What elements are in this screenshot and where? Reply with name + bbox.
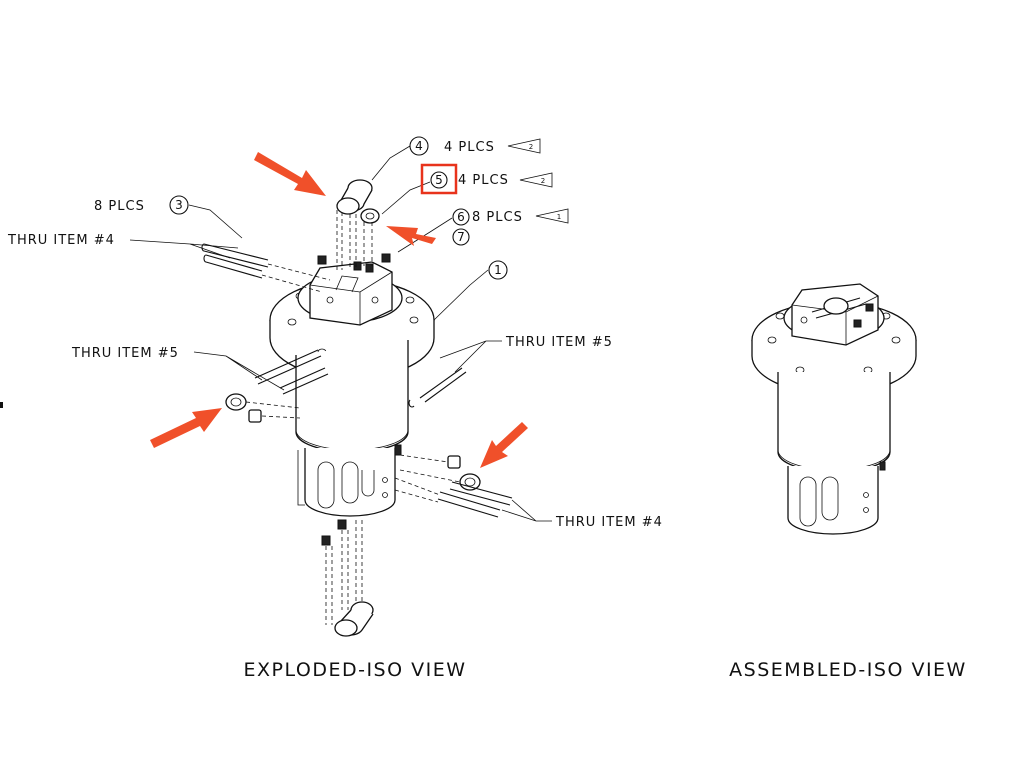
arrow-pointing-item5	[386, 226, 436, 246]
svg-text:3: 3	[175, 198, 183, 212]
annotation-arrows	[150, 152, 528, 468]
assembled-view-title: ASSEMBLED-ISO VIEW	[729, 659, 967, 681]
item5-qty: 4 PLCS	[458, 173, 509, 188]
balloon-5	[430, 171, 448, 189]
top-block	[309, 261, 393, 326]
assembled-cylinder	[777, 372, 891, 473]
item3-qty: 8 PLCS	[94, 199, 145, 214]
note-thru-item4-top: THRU ITEM #4	[7, 233, 115, 248]
item4-qty: 4 PLCS	[444, 140, 495, 155]
assembled-lower-cylinder	[787, 466, 879, 535]
flag-note-2b	[519, 172, 553, 188]
svg-text:6: 6	[457, 210, 465, 224]
balloon-6	[452, 208, 470, 226]
note-thru-item4-bottom: THRU ITEM #4	[555, 515, 663, 530]
balloon-4	[409, 136, 429, 156]
note-thru-item5-right: THRU ITEM #5	[505, 335, 613, 350]
balloon-3	[169, 195, 189, 215]
bottom-roller-b	[334, 619, 358, 637]
svg-text:2: 2	[529, 143, 533, 151]
item67-qty: 8 PLCS	[472, 210, 523, 225]
balloon-1	[488, 260, 508, 280]
balloon-4-text: 4	[415, 139, 423, 153]
svg-text:1: 1	[557, 213, 561, 221]
exploded-iso-view: 4 4 PLCS 2 5 4 PLCS 2 6 7 8 PLCS 1 8 PLC…	[7, 136, 663, 681]
highlight-box	[420, 163, 458, 195]
arrow-pointing-right-roller	[480, 422, 528, 468]
exploded-view-title: EXPLODED-ISO VIEW	[243, 659, 466, 681]
svg-text:2: 2	[541, 177, 545, 185]
arrow-pointing-left-roller	[150, 408, 222, 448]
balloon-7	[452, 228, 470, 246]
roller-left	[225, 393, 247, 411]
roller-right	[459, 473, 481, 491]
flag-note-1	[535, 208, 569, 224]
edge-mark	[0, 402, 3, 408]
top-roller-b	[360, 208, 380, 224]
note-thru-item5-left: THRU ITEM #5	[71, 346, 179, 361]
assembled-iso-view: ASSEMBLED-ISO VIEW	[729, 283, 967, 681]
flag-note-2a	[507, 138, 541, 154]
lower-cylinder	[304, 448, 396, 517]
svg-text:1: 1	[494, 263, 502, 277]
arrow-pointing-item4	[254, 152, 326, 196]
main-cylinder	[295, 340, 409, 453]
balloon-5-text: 5	[435, 173, 443, 187]
svg-text:7: 7	[457, 230, 465, 244]
